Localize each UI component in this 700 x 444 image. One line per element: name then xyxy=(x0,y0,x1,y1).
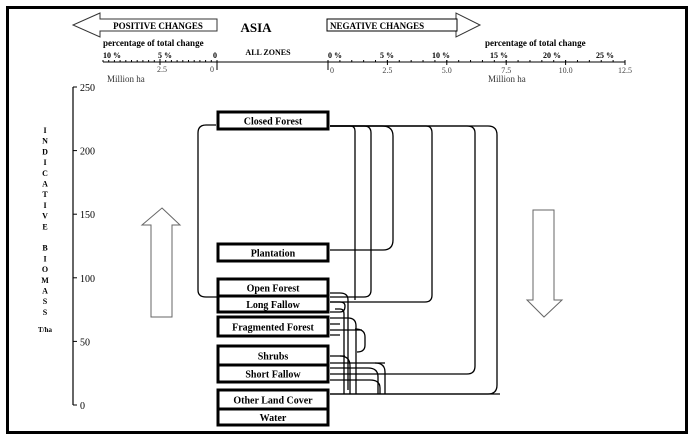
right-mha-tick: 7.5 xyxy=(501,66,511,75)
y-tick-label: 100 xyxy=(80,274,95,285)
y-axis-label-letter: I xyxy=(43,158,46,167)
negative-changes-arrow: NEGATIVE CHANGES xyxy=(326,12,482,38)
land-cover-label: Short Fallow xyxy=(245,370,301,381)
y-axis-label-letter: V xyxy=(42,212,48,221)
right-mha-tick: 0 xyxy=(330,66,334,75)
land-cover-label: Plantation xyxy=(251,249,296,260)
y-tick-label: 0 xyxy=(80,401,85,412)
land-cover-box-closed-forest: Closed Forest xyxy=(216,110,330,131)
right-mha-tick: 5.0 xyxy=(442,66,452,75)
land-cover-box-short-fallow: Short Fallow xyxy=(216,363,330,384)
right-pct-tick: 20 % xyxy=(543,51,561,60)
left-pct-tick: 5 % xyxy=(158,51,172,60)
y-tick-label: 50 xyxy=(80,337,90,348)
transition-connectors xyxy=(197,124,500,395)
left-mha-tick: 2.5 xyxy=(157,65,167,74)
left-pct-tick: 10 % xyxy=(103,51,121,60)
y-axis-label-letter: M xyxy=(41,276,49,285)
y-axis-label-letter: D xyxy=(42,147,48,156)
positive-changes-label: POSITIVE CHANGES xyxy=(113,21,203,31)
land-cover-label: Fragmented Forest xyxy=(232,323,314,334)
left-minor-ticks xyxy=(102,59,218,65)
positive-changes-arrow: POSITIVE CHANGES xyxy=(71,12,218,38)
connector-shrubs-other xyxy=(374,362,386,394)
connector-cf-plantation xyxy=(330,125,394,251)
connector-lf-2 xyxy=(335,308,345,394)
connector-sf-2 xyxy=(330,379,381,394)
right-pct-tick: 10 % xyxy=(432,51,450,60)
right-pct-tick: 25 % xyxy=(596,51,614,60)
land-cover-label: Closed Forest xyxy=(244,117,303,128)
right-pct-tick: 5 % xyxy=(380,51,394,60)
connector-shrubs-down xyxy=(339,355,351,394)
land-cover-box-shrubs: Shrubs xyxy=(216,344,330,367)
connector-lf-1 xyxy=(330,292,349,390)
land-cover-box-water: Water xyxy=(216,407,330,427)
y-axis-label-letter: E xyxy=(42,222,47,231)
increase-arrow-icon xyxy=(140,207,182,318)
land-cover-box-open-forest: Open Forest xyxy=(216,277,330,298)
right-unit-label: Million ha xyxy=(488,74,526,84)
left-pct-title: percentage of total change xyxy=(103,38,204,48)
connector-ff-1 xyxy=(330,317,357,394)
land-cover-label: Long Fallow xyxy=(246,300,300,311)
right-pct-tick: 0 % xyxy=(328,51,342,60)
y-axis-label-letter: S xyxy=(43,297,48,306)
figure-frame xyxy=(6,6,688,434)
land-cover-box-long-fallow: Long Fallow xyxy=(216,294,330,314)
connector-cf-2 xyxy=(330,125,372,298)
y-axis-label-letter: A xyxy=(42,287,48,296)
y-tick-label: 250 xyxy=(80,83,95,94)
land-cover-box-fragmented-forest: Fragmented Forest xyxy=(216,315,330,338)
y-axis-label-letter: B xyxy=(42,244,48,253)
right-mha-tick: 10.0 xyxy=(559,66,573,75)
connector-ff-ticks xyxy=(330,323,340,336)
land-cover-box-plantation: Plantation xyxy=(216,242,330,263)
connector-cf-1 xyxy=(330,125,356,300)
connector-ff-shrubs xyxy=(354,328,366,353)
right-mha-tick: 12.5 xyxy=(618,66,632,75)
right-pct-tick: 15 % xyxy=(490,51,508,60)
y-tick-label: 200 xyxy=(80,147,95,158)
connector-sf-1 xyxy=(330,367,379,394)
land-cover-label: Open Forest xyxy=(247,284,301,295)
left-mha-tick: 0 xyxy=(210,65,214,74)
land-cover-box-other-land-cover: Other Land Cover xyxy=(216,388,330,411)
diagram-title: ASIA xyxy=(240,20,272,35)
negative-changes-label: NEGATIVE CHANGES xyxy=(330,21,424,31)
y-axis-unit: T/ha xyxy=(38,326,53,334)
connector-cf-open-forest xyxy=(330,125,433,303)
connector-lf-loop xyxy=(330,301,346,313)
y-axis-label-letter: O xyxy=(42,265,48,274)
land-cover-label: Other Land Cover xyxy=(233,396,313,407)
right-mha-tick: 2.5 xyxy=(382,66,392,75)
connector-shrubs xyxy=(330,355,385,364)
y-tick-label: 150 xyxy=(80,210,95,221)
left-pct-tick: 0 xyxy=(213,51,217,60)
y-axis-label-letter: I xyxy=(43,254,46,263)
y-axis-label-letter: N xyxy=(42,137,48,146)
frame-top-border xyxy=(6,6,688,9)
all-zones-label: ALL ZONES xyxy=(245,48,291,57)
decrease-arrow-icon xyxy=(525,209,564,318)
right-pct-title: percentage of total change xyxy=(485,38,586,48)
y-axis-label-letter: I xyxy=(43,201,46,210)
y-axis-label-letter: I xyxy=(43,126,46,135)
land-cover-label: Shrubs xyxy=(258,352,289,363)
y-axis-label-letter: S xyxy=(43,308,48,317)
y-axis-label-letter: T xyxy=(42,190,48,199)
land-cover-label: Water xyxy=(260,413,287,424)
y-axis-label-letter: A xyxy=(42,180,48,189)
connector-closed-forest-positive xyxy=(197,124,218,298)
left-unit-label: Million ha xyxy=(107,74,145,84)
y-axis-label-letter: C xyxy=(42,169,48,178)
